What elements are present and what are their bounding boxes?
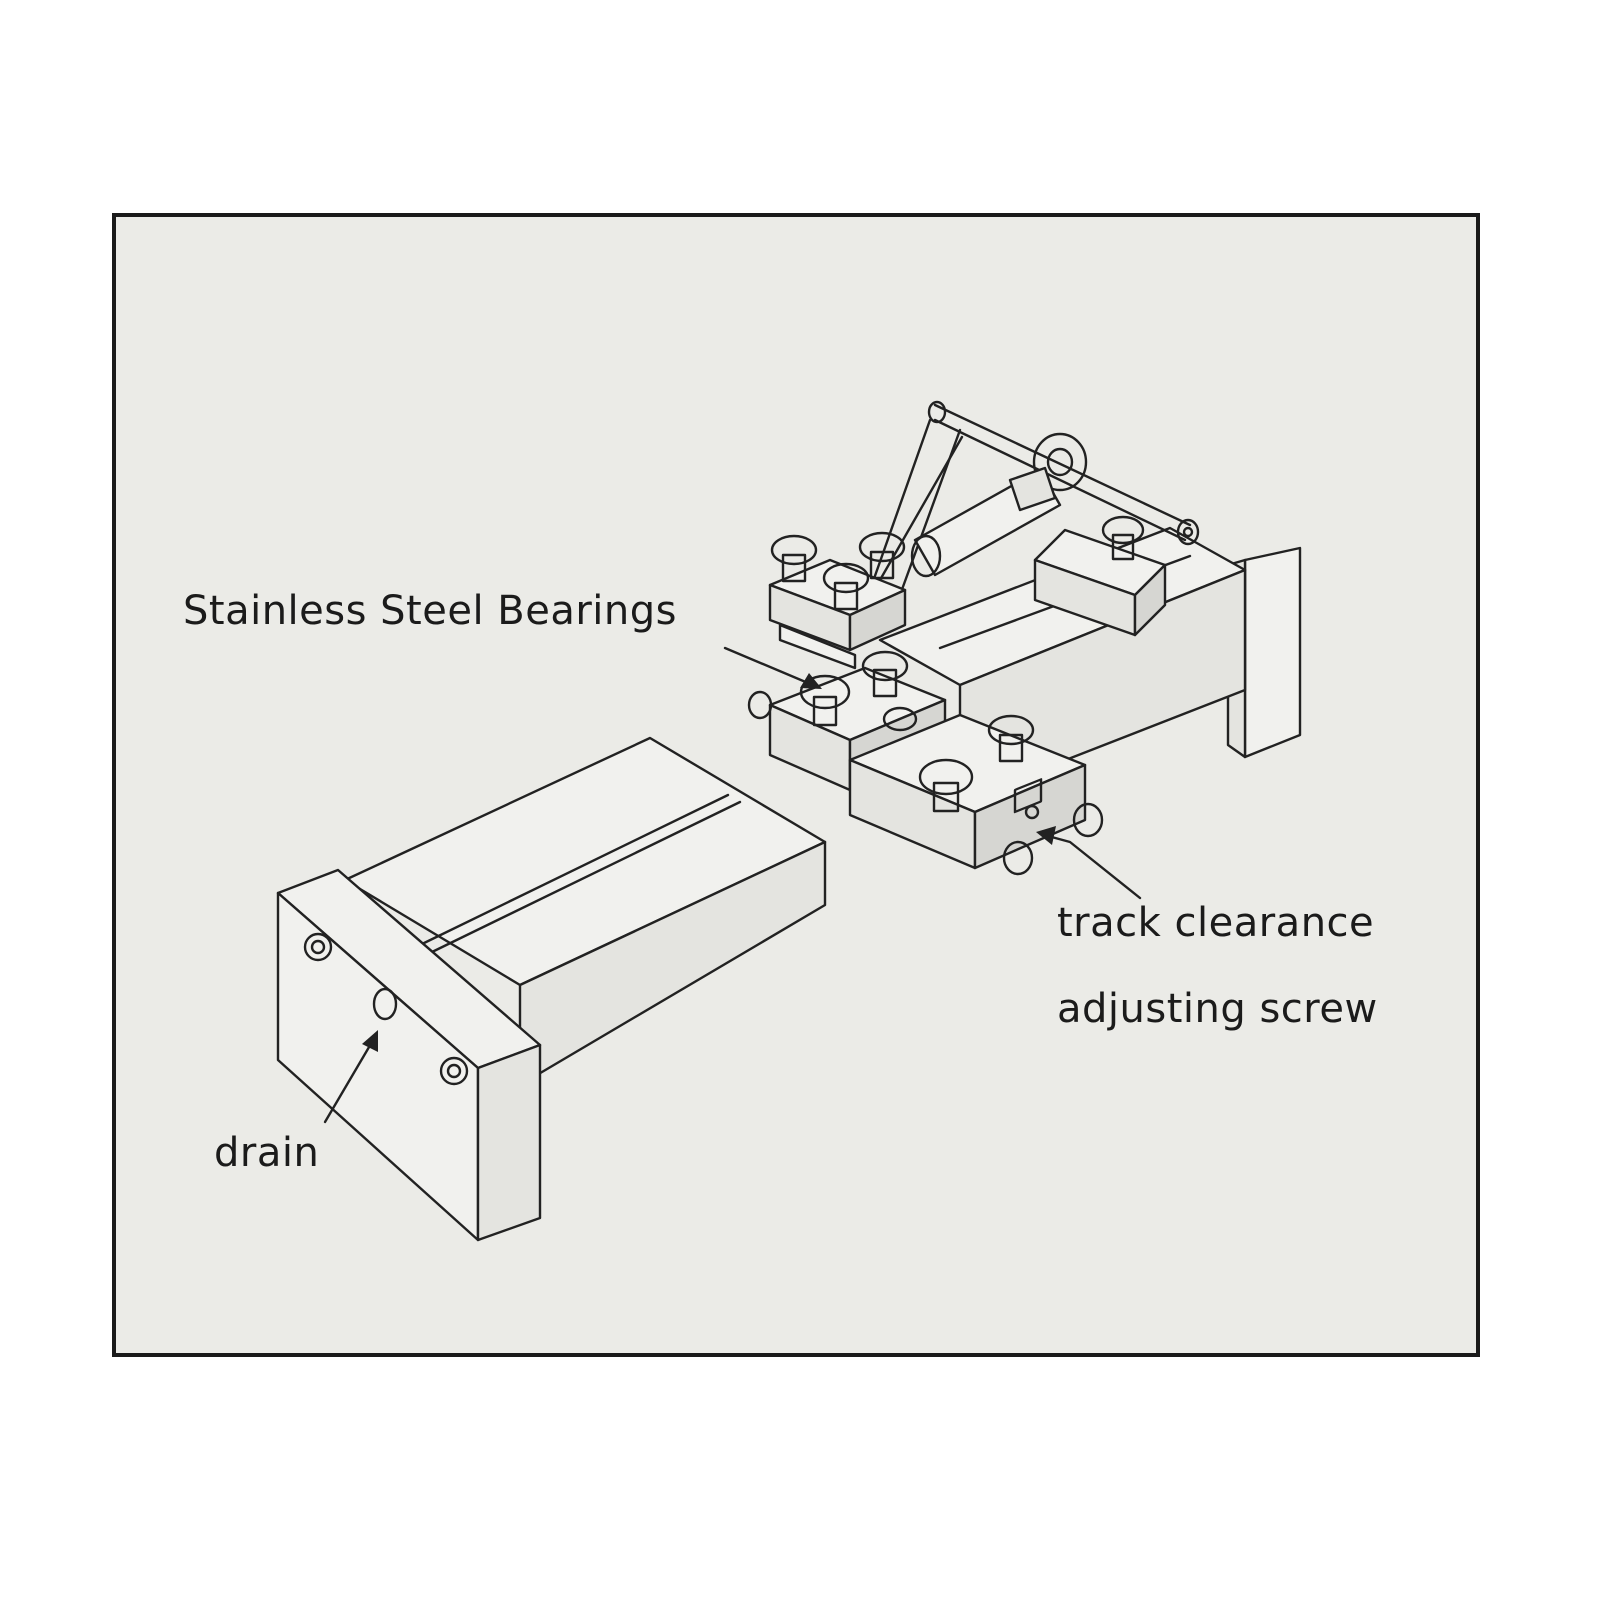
rod-eye-icon <box>1032 432 1088 492</box>
bearings-leader-line <box>723 646 810 685</box>
upper-bearing-block-side <box>848 588 907 652</box>
side-screw-icon-3 <box>1002 840 1034 876</box>
top-rod-lower <box>933 418 1187 542</box>
actuator-nut <box>1008 466 1057 512</box>
rear-plate-front <box>1243 546 1302 759</box>
track-groove-line-2 <box>430 800 742 954</box>
bearing-knob-icon <box>770 534 818 583</box>
adjusting-screw-label: adjusting screw <box>1057 986 1378 1032</box>
stop-block-side <box>1133 563 1167 637</box>
actuator-end-icon <box>910 534 942 578</box>
side-screws <box>747 690 1104 876</box>
end-plate-side <box>476 1043 542 1242</box>
side-screw-icon <box>747 690 773 720</box>
rod-end-icon <box>927 400 947 424</box>
bearings-arrowhead-icon <box>800 673 822 689</box>
track-section <box>276 736 827 1242</box>
drain-label: drain <box>214 1130 320 1176</box>
bearing-knob-icon-8 <box>918 758 974 813</box>
adjusting-screw-icon <box>1024 804 1040 820</box>
drain-arrowhead-icon <box>362 1030 378 1052</box>
drain-leader-line <box>323 1040 374 1124</box>
bearings-label: Stainless Steel Bearings <box>183 588 677 634</box>
bearing-knob-icon-3 <box>858 531 906 580</box>
bearing-knob-icon-4 <box>1101 515 1145 561</box>
bearing-knob-icon-7 <box>987 714 1035 763</box>
top-rod-upper <box>933 403 1192 527</box>
mounting-hole-center-icon-2 <box>446 1063 462 1079</box>
side-screw-icon-2 <box>1072 802 1104 838</box>
leader-arrows <box>323 646 1142 1124</box>
bearing-knob-icon-6 <box>799 674 851 727</box>
bearing-knobs <box>770 515 1145 813</box>
rod-end-hole-icon <box>1182 526 1194 538</box>
rod-eye-hole-icon <box>1046 447 1074 477</box>
screw-leader-line <box>1046 834 1142 900</box>
drain-hole-icon <box>372 987 398 1021</box>
track-clearance-label: track clearance <box>1057 900 1375 946</box>
diagram-frame <box>112 213 1480 1357</box>
open-bearing-hole-icon <box>882 706 918 732</box>
track-groove-line <box>418 793 730 947</box>
carriage-assembly <box>747 400 1302 876</box>
screw-arrowhead-icon <box>1036 826 1056 845</box>
bearing-knob-icon-2 <box>822 562 870 611</box>
bearing-knob-icon-5 <box>861 650 909 698</box>
clamp-plate <box>778 623 857 670</box>
mounting-hole-center-icon <box>310 939 326 955</box>
mounting-hole-icon-2 <box>439 1056 469 1086</box>
mounting-hole-icon <box>303 932 333 962</box>
rod-end-icon-2 <box>1176 518 1200 546</box>
